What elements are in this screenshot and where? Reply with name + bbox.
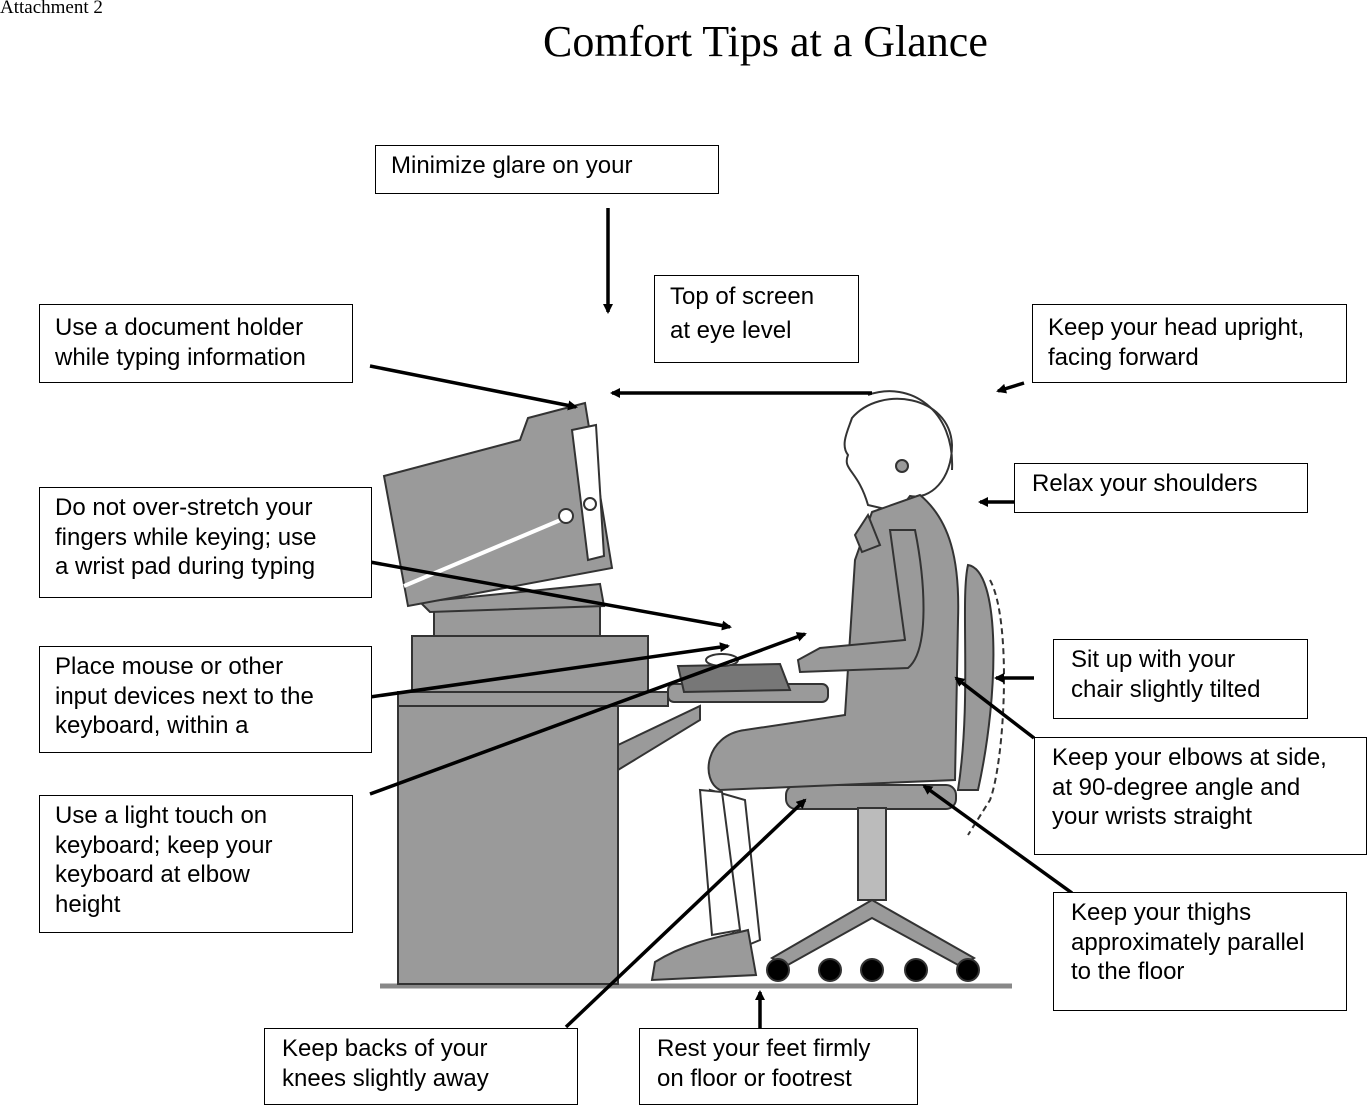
arrow-document-holder — [369, 364, 578, 411]
arrow-fingers — [369, 560, 732, 631]
tip-chair: Sit up with your chair slightly tilted — [1053, 639, 1308, 719]
arrow-head — [996, 381, 1025, 394]
tip-thighs: Keep your thighs approximately parallel … — [1053, 892, 1347, 1011]
tip-elbows: Keep your elbows at side, at 90-degree a… — [1034, 737, 1367, 855]
tip-head: Keep your head upright, facing forward — [1032, 304, 1347, 383]
computer-monitor — [382, 401, 614, 637]
arrow-knees — [564, 798, 807, 1029]
arrow-mouse — [369, 642, 730, 699]
tip-light-touch: Use a light touch on keyboard; keep your… — [39, 795, 353, 933]
arrow-light-touch — [369, 632, 807, 796]
annotation-arrows — [369, 208, 1074, 1030]
tip-mouse: Place mouse or other input devices next … — [39, 646, 372, 753]
tip-feet: Rest your feet firmly on floor or footre… — [639, 1028, 918, 1105]
page-title: Comfort Tips at a Glance — [543, 17, 988, 66]
attachment-label: Attachment 2 — [0, 0, 103, 18]
seated-person — [650, 390, 960, 982]
tip-shoulders: Relax your shoulders — [1014, 463, 1308, 513]
tip-document-holder: Use a document holder while typing infor… — [39, 304, 353, 383]
arrow-elbows — [954, 676, 1036, 740]
tip-knees: Keep backs of your knees slightly away — [264, 1028, 578, 1105]
arrow-thighs — [922, 784, 1074, 895]
tip-screen-level: Top of screen at eye level — [654, 275, 859, 363]
desk — [397, 635, 701, 985]
tip-glare: Minimize glare on your — [375, 145, 719, 194]
office-chair — [766, 563, 1005, 982]
tip-fingers: Do not over-stretch your fingers while k… — [39, 487, 372, 598]
